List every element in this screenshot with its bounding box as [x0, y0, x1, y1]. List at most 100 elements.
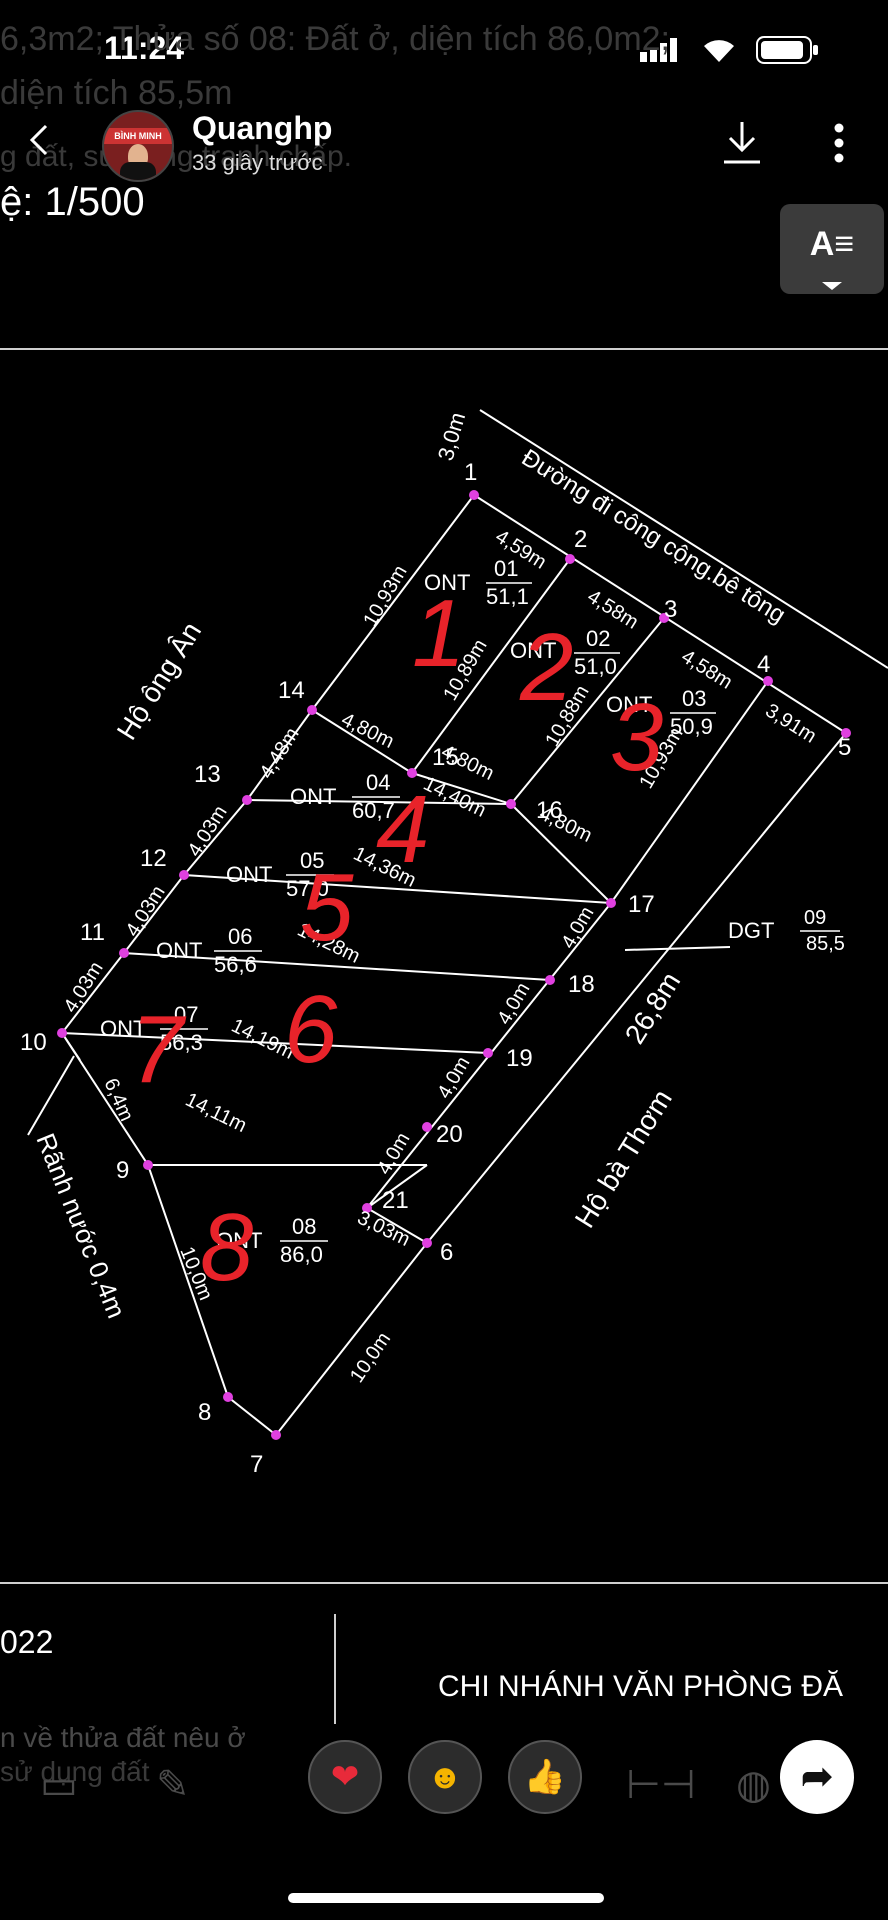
laugh-reaction-button[interactable]: ☻: [408, 1740, 482, 1814]
parcel-area: 86,0: [280, 1242, 323, 1267]
thumbs-up-reaction-button[interactable]: 👍: [508, 1740, 582, 1814]
parcel-use-label: ONT: [226, 862, 272, 887]
handwritten-number: 6: [284, 976, 338, 1083]
parcel-area: 50,9: [670, 714, 713, 739]
home-indicator: [288, 1893, 604, 1903]
scale-label: ệ: 1/500: [0, 180, 145, 224]
back-button[interactable]: [24, 120, 54, 165]
dimension-label: 4,80m: [536, 803, 596, 847]
point-label: 6: [440, 1239, 453, 1266]
point-label: 11: [80, 919, 105, 946]
point-label: 14: [278, 677, 305, 704]
handwritten-number: 1: [412, 580, 465, 687]
office-header: CHI NHÁNH VĂN PHÒNG ĐĂ: [438, 1670, 844, 1703]
point-label: 12: [140, 845, 167, 872]
point-label: 8: [198, 1399, 211, 1426]
point-label: 4: [757, 651, 770, 678]
point-label: 19: [506, 1045, 533, 1072]
point-label: 1: [464, 459, 477, 486]
parcel-number: 02: [586, 626, 610, 651]
point-label: 13: [194, 761, 221, 788]
ghost-document-text: g đất, sử dụng tranh chấp.: [0, 140, 352, 173]
status-time: 11:24: [104, 30, 185, 66]
ghost-document-text: n về thửa đất nêu ở: [0, 1722, 246, 1753]
owner-label-right: Hộ bà Thơm: [569, 1084, 678, 1233]
point-label: 10: [20, 1029, 47, 1056]
point-label: 18: [568, 971, 595, 998]
avatar[interactable]: BÌNH MINH: [102, 110, 174, 182]
handwritten-number: 8: [200, 1194, 253, 1301]
cadastral-map: 1 2 3 4 5 6 7 8 9 10 11 12 13 14 15 16 1…: [20, 409, 888, 1478]
share-button[interactable]: ➦: [780, 1740, 854, 1814]
pen-tool-icon: ✎: [156, 1763, 190, 1807]
comment-tool-icon: ▭: [40, 1763, 78, 1807]
parcel-area: 60,7: [352, 798, 395, 823]
more-options-button[interactable]: [832, 122, 846, 169]
point-label: 2: [574, 526, 587, 553]
parcel-number: 08: [292, 1214, 316, 1239]
parcel-use-label: ONT: [100, 1016, 146, 1041]
post-time: 33 giây trước: [192, 150, 323, 175]
point-label: 16: [536, 797, 563, 824]
user-name[interactable]: Quanghp: [192, 110, 333, 146]
battery-icon: [756, 36, 820, 69]
dimension-label: 4,03m: [60, 958, 108, 1017]
handwritten-number: 5: [300, 854, 354, 961]
handwritten-number: 3: [610, 684, 663, 791]
heart-reaction-button[interactable]: ❤: [308, 1740, 382, 1814]
color-wheel-icon: ◍: [736, 1763, 771, 1807]
parcel-use-label: ONT: [424, 570, 470, 595]
parcel-area: 51,1: [486, 584, 529, 609]
parcel-use-label: ONT: [216, 1228, 262, 1253]
parcel-number: 01: [494, 556, 518, 581]
dimension-label: 4,0m: [373, 1129, 414, 1179]
divider: [334, 1614, 336, 1724]
parcel-number: 04: [366, 770, 390, 795]
owner-label-left: Hộ ông Ân: [111, 617, 207, 746]
dgt-area: 85,5: [806, 933, 845, 955]
divider: [0, 1582, 888, 1584]
handwritten-number: 7: [130, 996, 187, 1103]
dimension-label: 10,93m: [359, 562, 411, 631]
dgt-label: DGT: [728, 918, 774, 943]
text-format-button[interactable]: A≡: [780, 204, 884, 294]
parcel-area: 56,3: [160, 1030, 203, 1055]
dimension-label: 4,03m: [184, 802, 232, 861]
dimension-label: 4,80m: [438, 741, 498, 785]
parcel-area: 51,0: [574, 654, 617, 679]
handwritten-number: 2: [519, 614, 573, 721]
point-label: 5: [838, 734, 851, 761]
dimension-label: 4,0m: [433, 1053, 474, 1103]
point-label: 9: [116, 1157, 129, 1184]
point-label: 21: [382, 1187, 409, 1214]
parcel-number: 05: [300, 848, 324, 873]
parcel-use-label: ONT: [510, 638, 556, 663]
ghost-document-text: sử dụng đất: [0, 1756, 150, 1787]
dimension-label: 4,48m: [256, 724, 304, 783]
parcel-area: 56,6: [214, 952, 257, 977]
wifi-icon: [700, 34, 738, 69]
ghost-document-text: diện tích 85,5m: [0, 74, 233, 112]
measure-tool-icon: ⊢⊣: [626, 1763, 696, 1807]
year-fragment: 022: [0, 1624, 54, 1660]
divider: [0, 348, 888, 350]
dgt-number: 09: [804, 907, 826, 929]
dimension-label: 14,11m: [182, 1089, 250, 1137]
parcel-use-label: ONT: [606, 692, 652, 717]
ghost-document-text: 6,3m2; Thửa số 08: Đất ở, diện tích 86,0…: [0, 20, 671, 58]
point-label: 17: [628, 891, 655, 918]
dimension-label: 4,03m: [122, 882, 170, 941]
parcel-number: 06: [228, 924, 252, 949]
dimension-label: 4,80m: [338, 709, 398, 753]
right-length-label: 26,8m: [619, 967, 687, 1049]
signal-icon: [640, 38, 684, 62]
road-label: Đường đi công cộng.bê tông: [517, 444, 790, 629]
download-button[interactable]: [722, 120, 762, 171]
handwritten-number: 4: [376, 776, 429, 883]
road-width-label: 3,0m: [433, 409, 471, 463]
parcel-use-label: ONT: [290, 784, 336, 809]
parcel-number: 07: [174, 1002, 198, 1027]
point-label: 7: [250, 1451, 263, 1478]
point-label: 15: [432, 744, 459, 771]
parcel-use-label: ONT: [156, 938, 202, 963]
